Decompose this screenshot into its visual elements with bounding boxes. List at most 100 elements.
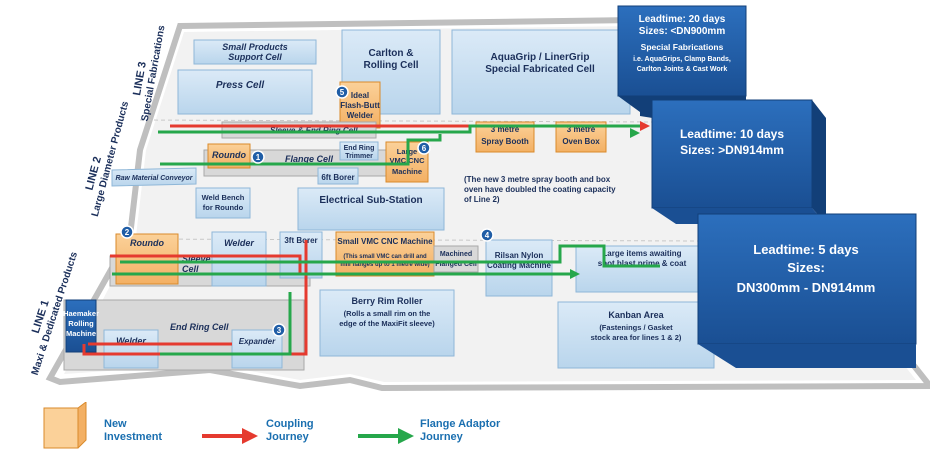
machined-flanged-cell: Machined Flanged Cell <box>433 245 479 273</box>
svg-text:of Line 2): of Line 2) <box>464 195 500 204</box>
svg-text:Flange Cell: Flange Cell <box>285 154 334 164</box>
svg-text:Small Products: Small Products <box>222 42 288 52</box>
svg-text:Welder: Welder <box>224 238 254 248</box>
new-investment-swatch <box>43 402 87 449</box>
svg-text:End Ring Cell: End Ring Cell <box>170 322 229 332</box>
coating-annotation: (The new 3 metre spray booth and box ove… <box>464 175 616 204</box>
svg-text:Sleeve: Sleeve <box>182 254 211 264</box>
svg-text:Cell: Cell <box>182 264 199 274</box>
svg-text:Coating Machine: Coating Machine <box>487 261 552 270</box>
marker-1: 1 <box>251 150 265 164</box>
svg-text:Special Fabrications: Special Fabrications <box>641 42 724 52</box>
svg-text:Small VMC CNC Machine: Small VMC CNC Machine <box>337 237 433 246</box>
welder-bottom: Welder <box>103 329 159 369</box>
raw-material-conveyor: Raw Material Conveyor <box>111 167 197 187</box>
svg-text:Leadtime: 10 days: Leadtime: 10 days <box>680 127 784 141</box>
svg-text:(Rolls a small rim on the: (Rolls a small rim on the <box>344 309 431 318</box>
svg-text:stock area for lines 1 & 2): stock area for lines 1 & 2) <box>591 333 682 342</box>
svg-text:Berry Rim Roller: Berry Rim Roller <box>351 296 423 306</box>
flange-journey-line2 <box>158 124 640 166</box>
svg-text:for Roundo: for Roundo <box>203 203 244 212</box>
marker-6: 6 <box>417 141 431 155</box>
svg-text:shot blast prime & coat: shot blast prime & coat <box>598 259 687 268</box>
marker-5: 5 <box>335 85 349 99</box>
svg-text:Welder: Welder <box>347 111 374 120</box>
weld-bench-roundo: Weld Bench for Roundo <box>195 187 251 219</box>
svg-text:End Ring: End Ring <box>344 145 375 152</box>
welder-line1: Welder <box>211 231 267 287</box>
marker-2: 2 <box>120 225 134 239</box>
svg-text:Flash-Butt: Flash-Butt <box>340 101 380 110</box>
roundo-line2: Roundo <box>207 143 251 169</box>
coupling-journey-swatch <box>202 428 258 444</box>
svg-text:3ft Borer: 3ft Borer <box>284 236 317 245</box>
svg-text:LINE 3: LINE 3 <box>131 61 149 97</box>
svg-text:Spray Booth: Spray Booth <box>481 137 529 146</box>
svg-text:oven have doubled the coating: oven have doubled the coating capacity <box>464 185 616 194</box>
svg-text:mill flanges up to 1 metre wid: mill flanges up to 1 metre wide) <box>340 262 429 268</box>
svg-text:Rilsan Nylon: Rilsan Nylon <box>495 251 544 260</box>
legend: New Investment Coupling Journey Flange A… <box>0 396 930 456</box>
6ft-borer: 6ft Borer <box>317 167 359 185</box>
svg-text:DN300mm - DN914mm: DN300mm - DN914mm <box>737 280 876 295</box>
oven-box: 3 metre Oven Box <box>555 121 607 153</box>
svg-text:Kanban Area: Kanban Area <box>608 310 664 320</box>
svg-text:Machine: Machine <box>392 167 422 176</box>
legend-coupling-journey: Coupling Journey <box>266 418 314 443</box>
flange-journey-line1 <box>112 244 660 356</box>
press-cell: Press Cell <box>177 69 313 115</box>
svg-text:3 metre: 3 metre <box>491 125 520 134</box>
rilsan-nylon-coating: Rilsan Nylon Coating Machine <box>485 239 553 297</box>
svg-text:Rolling: Rolling <box>68 319 94 328</box>
svg-text:Raw Material Conveyor: Raw Material Conveyor <box>115 175 193 182</box>
line3-separator <box>139 119 661 123</box>
svg-text:(Fastenings / Gasket: (Fastenings / Gasket <box>599 323 673 332</box>
svg-text:Expander: Expander <box>239 337 276 346</box>
svg-text:6: 6 <box>422 144 427 153</box>
svg-text:6ft Borer: 6ft Borer <box>321 173 354 182</box>
shot-blast-area: Large items awaiting shot blast prime & … <box>575 245 701 293</box>
svg-text:Sizes:: Sizes: <box>787 260 825 275</box>
aquagrip-linergrip-cell: AquaGrip / LinerGrip Special Fabricated … <box>451 29 631 115</box>
svg-text:Roundo: Roundo <box>212 150 246 160</box>
svg-text:Sizes: <DN900mm: Sizes: <DN900mm <box>639 26 726 37</box>
end-ring-trimmer: End Ring Trimmer <box>339 141 379 161</box>
svg-text:Roundo: Roundo <box>130 238 164 248</box>
svg-text:Machine: Machine <box>66 329 96 338</box>
electrical-sub-station: Electrical Sub-Station <box>297 187 445 231</box>
svg-text:i.e. AquaGrips, Clamp Bands,: i.e. AquaGrips, Clamp Bands, <box>633 56 731 63</box>
svg-text:2: 2 <box>125 228 130 237</box>
legend-new-investment: New Investment <box>104 418 163 443</box>
svg-text:Welder: Welder <box>116 336 146 346</box>
hammer-rolling-machine: Haemaker Rolling Machine <box>63 299 99 353</box>
svg-text:Weld Bench: Weld Bench <box>202 193 245 202</box>
svg-text:Electrical Sub-Station: Electrical Sub-Station <box>319 195 422 206</box>
spray-booth: 3 metre Spray Booth <box>475 121 535 153</box>
small-vmc-cnc-machine: Small VMC CNC Machine (This small VMC ca… <box>335 231 435 277</box>
svg-text:Press Cell: Press Cell <box>216 80 265 91</box>
svg-text:Trimmer: Trimmer <box>345 153 373 160</box>
legend-flange-journey: Flange Adaptor Journey <box>420 418 501 443</box>
svg-text:1: 1 <box>256 153 261 162</box>
svg-text:Oven Box: Oven Box <box>562 137 600 146</box>
svg-text:(This small VMC can drill and: (This small VMC can drill and <box>343 254 427 260</box>
svg-text:Sizes: >DN914mm: Sizes: >DN914mm <box>680 143 784 157</box>
roundo-line1: Roundo <box>115 233 179 285</box>
marker-3: 3 <box>272 323 286 337</box>
flash-butt-welder: Ideal Flash-Butt Welder <box>339 81 381 129</box>
svg-text:3: 3 <box>277 326 282 335</box>
leadtime-line2: Leadtime: 10 days Sizes: >DN914mm <box>651 99 826 224</box>
line2-title: LINE 2 Large Diameter Products <box>84 100 132 218</box>
svg-text:Flanged Cell: Flanged Cell <box>435 261 477 268</box>
svg-text:Ideal: Ideal <box>351 91 369 100</box>
small-products-support-cell: Small Products Support Cell <box>193 39 317 65</box>
sleeve-end-ring-cell: Sleeve & End Ring Cell <box>221 121 377 139</box>
svg-text:5: 5 <box>340 88 345 97</box>
flange-journey-swatch <box>358 428 414 444</box>
svg-text:Machined: Machined <box>440 251 472 258</box>
svg-text:Carlton Joints & Cast Work: Carlton Joints & Cast Work <box>637 66 728 73</box>
svg-text:Leadtime: 5 days: Leadtime: 5 days <box>753 242 859 257</box>
marker-4: 4 <box>480 228 494 242</box>
svg-text:edge of the MaxiFit sleeve): edge of the MaxiFit sleeve) <box>339 319 435 328</box>
